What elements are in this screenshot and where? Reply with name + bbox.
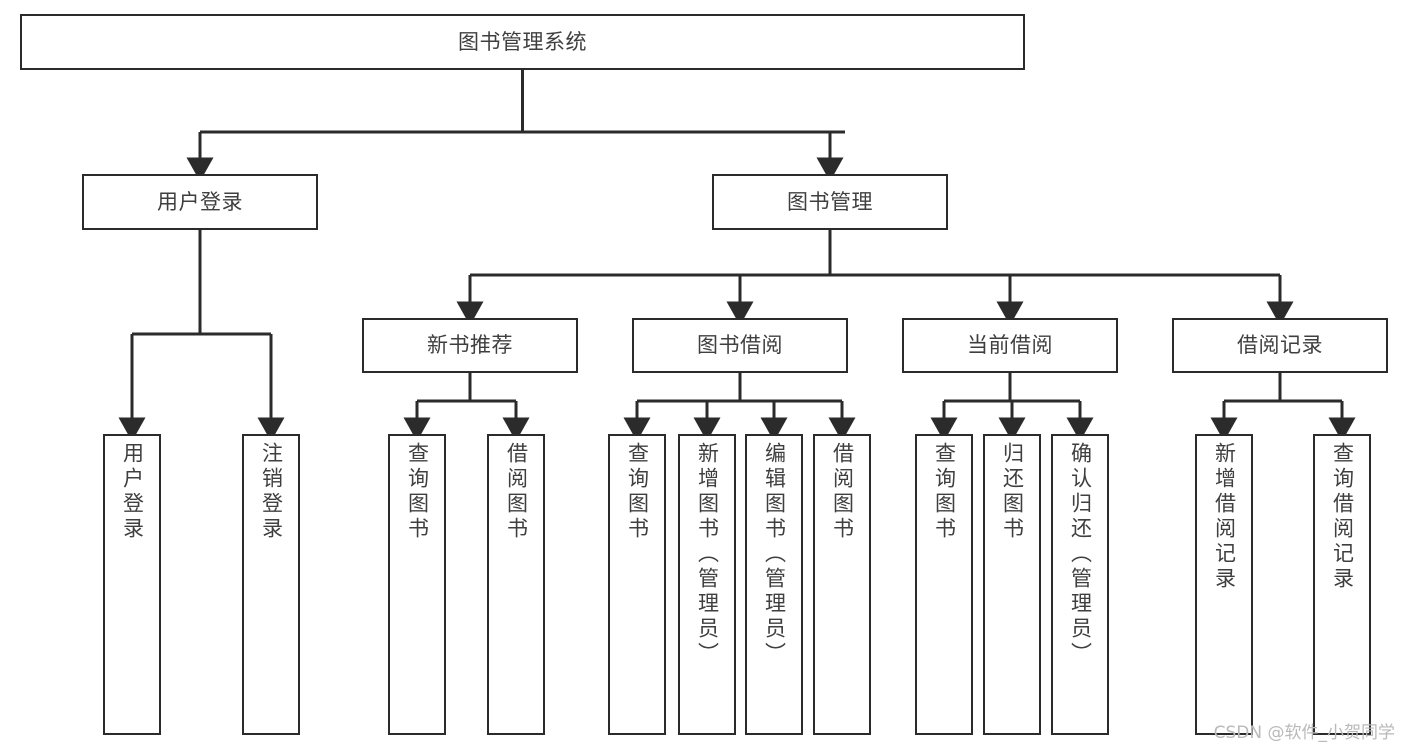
node-leaf-user-login-label: 用户登录	[120, 442, 145, 542]
node-leaf-return-book-label: 归还图书	[1000, 442, 1025, 542]
node-leaf-edit-book-admin[interactable]: 编辑图书（管理员）	[745, 434, 803, 735]
node-root[interactable]: 图书管理系统	[20, 14, 1025, 70]
node-leaf-query-book-1[interactable]: 查询图书	[388, 434, 446, 735]
node-book-borrow[interactable]: 图书借阅	[632, 318, 848, 373]
node-leaf-query-book-3-label: 查询图书	[932, 442, 957, 542]
node-leaf-borrow-book-2-label: 借阅图书	[830, 442, 855, 542]
node-leaf-return-book[interactable]: 归还图书	[983, 434, 1041, 735]
node-leaf-add-borrow-record[interactable]: 新增借阅记录	[1195, 434, 1253, 735]
node-leaf-query-book-2[interactable]: 查询图书	[608, 434, 666, 735]
node-leaf-borrow-book-1-label: 借阅图书	[504, 442, 529, 542]
node-leaf-borrow-book-2[interactable]: 借阅图书	[813, 434, 871, 735]
node-leaf-confirm-return-admin[interactable]: 确认归还（管理员）	[1051, 434, 1109, 735]
node-current-borrow[interactable]: 当前借阅	[902, 318, 1118, 373]
watermark-text: CSDN @软件_小贺同学	[1213, 723, 1395, 743]
node-new-book-recommend[interactable]: 新书推荐	[362, 318, 578, 373]
node-user-login-label: 用户登录	[157, 189, 243, 214]
node-leaf-add-book-admin-label: 新增图书（管理员）	[695, 442, 720, 667]
node-leaf-query-book-2-label: 查询图书	[625, 442, 650, 542]
node-book-manage[interactable]: 图书管理	[712, 174, 948, 230]
node-book-borrow-label: 图书借阅	[697, 333, 783, 358]
node-leaf-edit-book-admin-label: 编辑图书（管理员）	[762, 442, 787, 667]
node-book-manage-label: 图书管理	[787, 189, 873, 214]
node-leaf-logout-label: 注销登录	[259, 442, 284, 542]
node-new-book-recommend-label: 新书推荐	[427, 333, 513, 358]
node-leaf-add-borrow-record-label: 新增借阅记录	[1212, 442, 1237, 592]
node-leaf-query-book-3[interactable]: 查询图书	[915, 434, 973, 735]
node-root-label: 图书管理系统	[458, 29, 587, 54]
node-current-borrow-label: 当前借阅	[967, 333, 1053, 358]
node-leaf-query-borrow-record-label: 查询借阅记录	[1330, 442, 1355, 592]
node-borrow-record-label: 借阅记录	[1237, 333, 1323, 358]
node-leaf-user-login[interactable]: 用户登录	[103, 434, 161, 735]
node-borrow-record[interactable]: 借阅记录	[1172, 318, 1388, 373]
node-leaf-query-book-1-label: 查询图书	[405, 442, 430, 542]
node-leaf-confirm-return-admin-label: 确认归还（管理员）	[1068, 442, 1093, 667]
node-leaf-query-borrow-record[interactable]: 查询借阅记录	[1313, 434, 1371, 735]
node-leaf-add-book-admin[interactable]: 新增图书（管理员）	[678, 434, 736, 735]
node-leaf-logout[interactable]: 注销登录	[242, 434, 300, 735]
node-user-login[interactable]: 用户登录	[82, 174, 318, 230]
node-leaf-borrow-book-1[interactable]: 借阅图书	[487, 434, 545, 735]
